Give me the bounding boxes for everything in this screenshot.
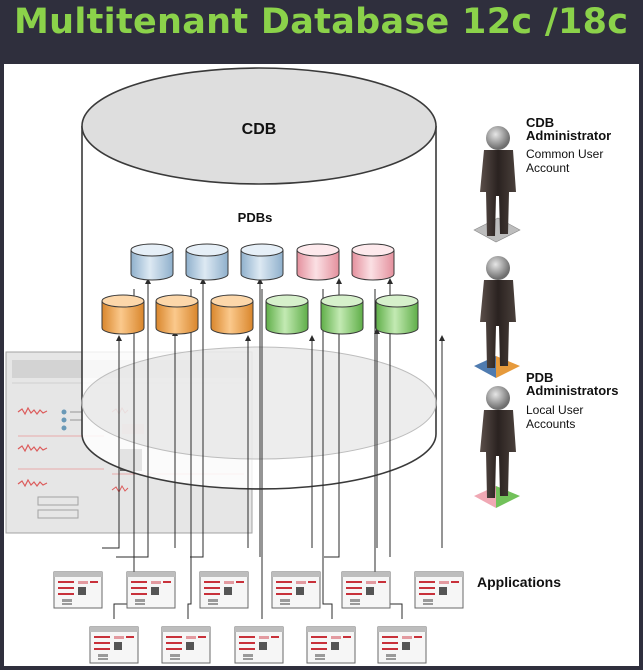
pdbs-label: PDBs [238, 210, 273, 225]
pdb-cylinder-orange [210, 294, 254, 335]
application-window [89, 626, 139, 664]
application-window [199, 571, 249, 609]
pdb-admins-title-1: PDB [526, 370, 553, 385]
cdb-admin-title-1: CDB [526, 115, 554, 130]
pdb-admins-sub-1: Local User [526, 403, 583, 417]
applications-label: Applications [477, 574, 561, 590]
arrow-heads [116, 278, 445, 341]
application-windows-bottom [89, 626, 427, 664]
title-bar: Multitenant Database 12c /18c [0, 0, 643, 62]
cdb-admin-title-2: Administrator [526, 128, 611, 143]
pdb-row-bottom [101, 294, 419, 335]
pdb-row-top [130, 243, 395, 281]
application-window [234, 626, 284, 664]
cdb-admin-sub-1: Common User [526, 147, 603, 161]
pdb-cylinder-orange [155, 294, 199, 335]
diagram-canvas: CDB PDBs [4, 64, 639, 666]
application-window [271, 571, 321, 609]
application-windows-top [53, 571, 464, 609]
application-window [377, 626, 427, 664]
application-window [126, 571, 176, 609]
application-window [341, 571, 391, 609]
pdb-cylinder-green [265, 294, 309, 335]
pdb-cylinder-blue [240, 243, 284, 281]
multitenant-diagram: CDB PDBs [5, 67, 618, 664]
application-window [53, 571, 103, 609]
pdb-cylinder-pink [351, 243, 395, 281]
application-window [161, 626, 211, 664]
pdb-cylinder-pink [296, 243, 340, 281]
pdb-cylinder-blue [130, 243, 174, 281]
pdb-cylinder-green [375, 294, 419, 335]
cdb-admin-sub-2: Account [526, 161, 570, 175]
cdb-administrator-figure [473, 126, 521, 243]
pdb-administrator-figure [474, 256, 520, 378]
pdb-admins-title-2: Administrators [526, 383, 618, 398]
pdb-cylinder-blue [185, 243, 229, 281]
pdb-cylinder-orange [101, 294, 145, 335]
pdb-cylinder-green [320, 294, 364, 335]
connection-lines [102, 283, 443, 619]
cdb-container [81, 67, 437, 490]
cdb-label: CDB [242, 121, 277, 138]
application-window [306, 626, 356, 664]
slide-title: Multitenant Database 12c /18c [14, 2, 629, 42]
pdb-admins-sub-2: Accounts [526, 417, 575, 431]
application-window [414, 571, 464, 609]
pdb-administrator-figure [474, 386, 520, 508]
